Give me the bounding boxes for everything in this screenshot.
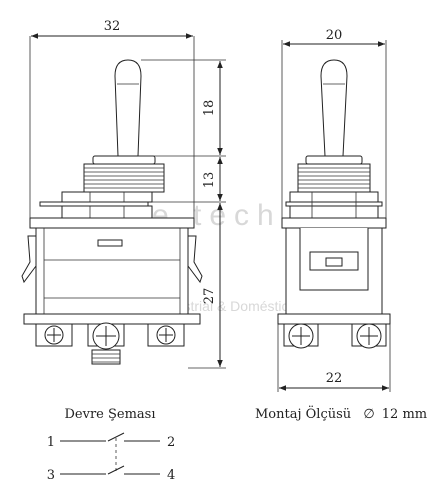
side-lever xyxy=(320,59,348,157)
front-view xyxy=(21,59,203,365)
body-height-dim-label: 27 xyxy=(202,288,217,305)
diameter-symbol: ∅ xyxy=(363,407,374,422)
contact-blade-1 xyxy=(107,432,125,442)
front-width-dim-label: 32 xyxy=(104,19,121,34)
mounting-size: Montaj Ölçüsü ∅ 12 mm xyxy=(255,405,427,422)
terminal-label-2: 2 xyxy=(167,435,175,450)
front-mounting-plate xyxy=(29,217,195,229)
side-view xyxy=(277,59,391,349)
circuit-title: Devre Şeması xyxy=(64,407,155,422)
front-base xyxy=(23,313,201,325)
terminal-label-4: 4 xyxy=(167,468,175,483)
contact-blade-2 xyxy=(107,465,125,475)
front-lever xyxy=(114,59,142,157)
terminal-label-1: 1 xyxy=(47,435,55,450)
front-washer xyxy=(39,201,149,207)
front-thread-lines xyxy=(84,167,164,189)
side-terminal-right xyxy=(351,323,387,349)
front-threaded-bushing xyxy=(83,163,165,193)
side-bottom-width-dim-label: 22 xyxy=(326,371,343,386)
side-washer xyxy=(285,201,383,207)
side-width-dim-label: 20 xyxy=(326,28,343,43)
bushing-height-dim-label: 13 xyxy=(202,172,217,189)
front-terminal-left xyxy=(35,323,73,347)
lever-height-dim-label: 18 xyxy=(202,100,217,117)
front-hex-nut-lower xyxy=(61,205,153,219)
front-bushing-top xyxy=(92,155,156,165)
circuit-schematic: Devre Şeması 1 2 3 4 xyxy=(47,407,176,483)
front-dimensions: 32 18 13 27 xyxy=(29,19,226,369)
front-terminal-right xyxy=(147,323,185,347)
side-base xyxy=(277,313,391,325)
side-mounting-plate xyxy=(281,217,387,229)
front-clip-right xyxy=(187,235,203,284)
side-terminal-left xyxy=(283,323,319,349)
side-dimensions: 20 22 xyxy=(277,28,391,392)
front-hex-nut-upper xyxy=(61,191,153,203)
svg-text:Montaj Ölçüsü ∅ 12: Montaj Ölçüsü ∅ 12 mm xyxy=(255,405,427,422)
front-clip-left xyxy=(21,235,37,284)
mounting-label: Montaj Ölçüsü xyxy=(255,405,351,422)
terminal-label-3: 3 xyxy=(47,468,55,483)
side-hex-nut-upper xyxy=(289,191,379,203)
side-hex-nut-lower xyxy=(289,205,379,219)
mounting-size-value: 12 mm xyxy=(382,407,427,422)
side-bushing-top xyxy=(305,155,363,165)
front-center-tab xyxy=(97,239,123,247)
front-terminal-center xyxy=(87,322,125,365)
